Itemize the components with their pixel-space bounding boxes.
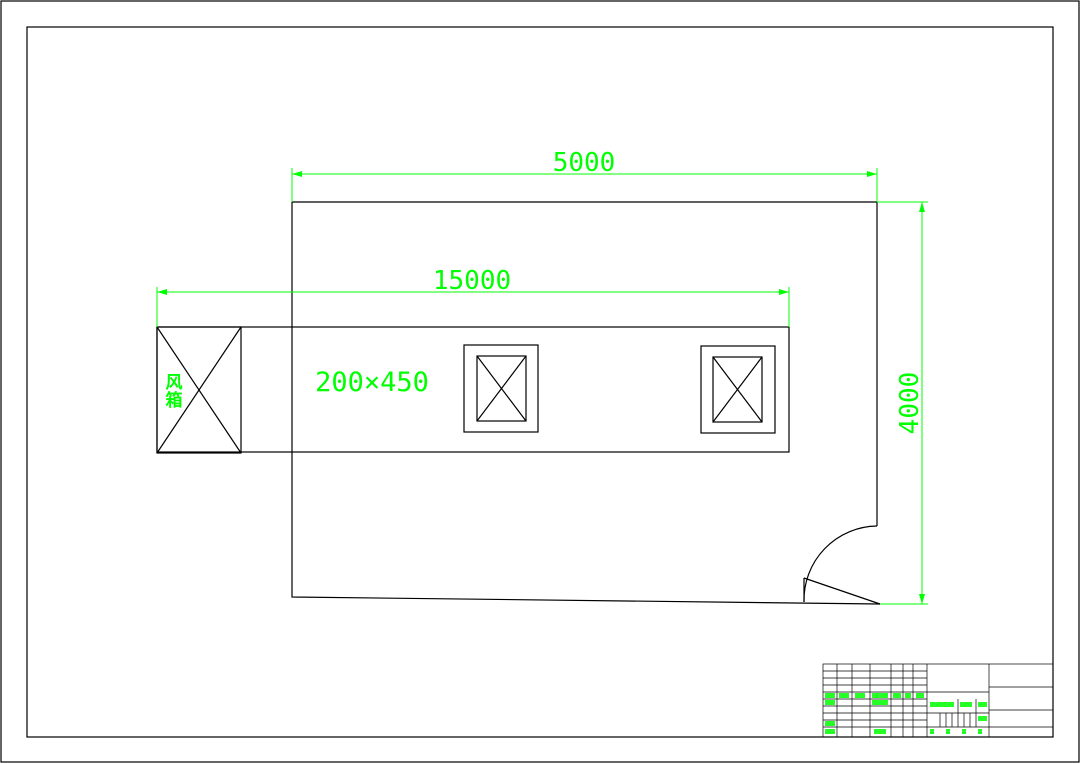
duct-size-label: 200×450 (315, 367, 429, 398)
inner-frame (26, 26, 1054, 738)
door (803, 525, 881, 605)
air-diffuser-2 (700, 345, 776, 434)
fan-box-label-1: 风 (166, 373, 183, 393)
air-diffuser-1 (463, 344, 539, 433)
room-outline (291, 201, 881, 605)
dimension-duct-length: 15000 (156, 266, 790, 327)
room-width-label: 5000 (553, 148, 616, 178)
title-block (822, 663, 1054, 738)
room-depth-label: 4000 (895, 372, 925, 435)
dimension-room-depth: 4000 (877, 201, 928, 605)
fan-box (156, 326, 242, 454)
fan-box-label-2: 箱 (166, 390, 183, 411)
duct-length-label: 15000 (433, 266, 511, 296)
air-duct (156, 326, 790, 453)
dimension-room-width: 5000 (291, 148, 878, 202)
